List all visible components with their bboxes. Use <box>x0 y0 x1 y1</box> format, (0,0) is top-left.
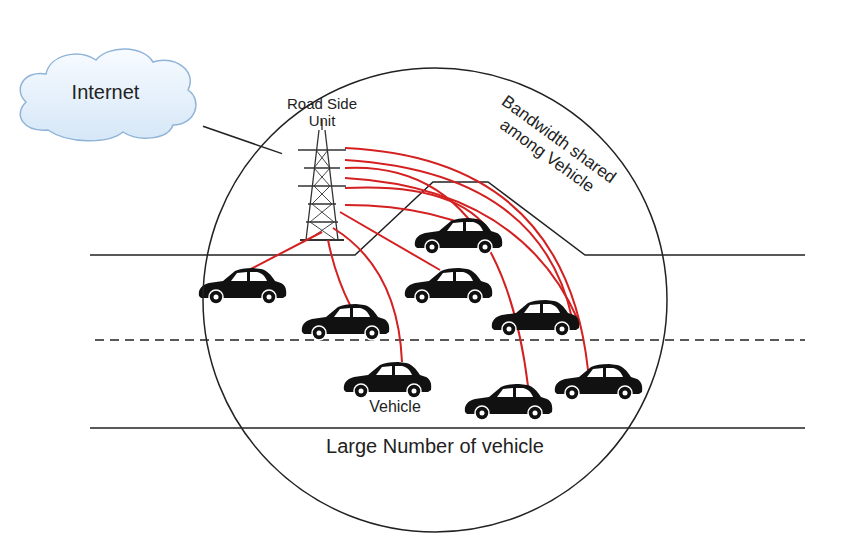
car-icon <box>415 218 502 254</box>
car-icon <box>199 268 286 304</box>
road-lines <box>90 182 805 428</box>
wireless-link <box>245 232 322 272</box>
tower-legs <box>306 130 338 240</box>
wireless-link <box>328 240 350 305</box>
car-icon <box>302 304 389 340</box>
car-icon <box>405 268 492 304</box>
road-side-unit: Road Side Unit <box>282 95 362 240</box>
road-edge <box>90 427 805 429</box>
car-icon <box>344 362 431 398</box>
node-text: Large Number of vehicle <box>202 435 668 458</box>
uplink-line <box>203 126 282 153</box>
coverage-circle: Large Number of vehicle Road Side Unit <box>202 67 668 533</box>
coverage-boundary <box>203 68 667 532</box>
tower-arms <box>298 150 346 222</box>
car-icon <box>555 364 642 400</box>
wireless-link <box>345 168 528 386</box>
road-edge-with-bracket <box>90 182 805 255</box>
node-text: Road Side Unit <box>282 95 362 130</box>
vehicles <box>199 218 642 420</box>
circle-outline <box>202 67 668 533</box>
wireless-link <box>333 228 402 362</box>
wireless-link <box>345 148 588 370</box>
vehicle-label: Vehicle <box>355 398 435 416</box>
node-text: Internet <box>8 40 203 145</box>
wireless-link <box>345 160 572 318</box>
car-icon <box>465 384 552 420</box>
wireless-links <box>245 148 588 386</box>
tower-symbol <box>298 120 346 240</box>
car-icon <box>492 300 579 336</box>
tower-bracing <box>308 150 336 240</box>
lane-divider <box>95 339 805 341</box>
internet-cloud: Internet <box>8 40 203 145</box>
